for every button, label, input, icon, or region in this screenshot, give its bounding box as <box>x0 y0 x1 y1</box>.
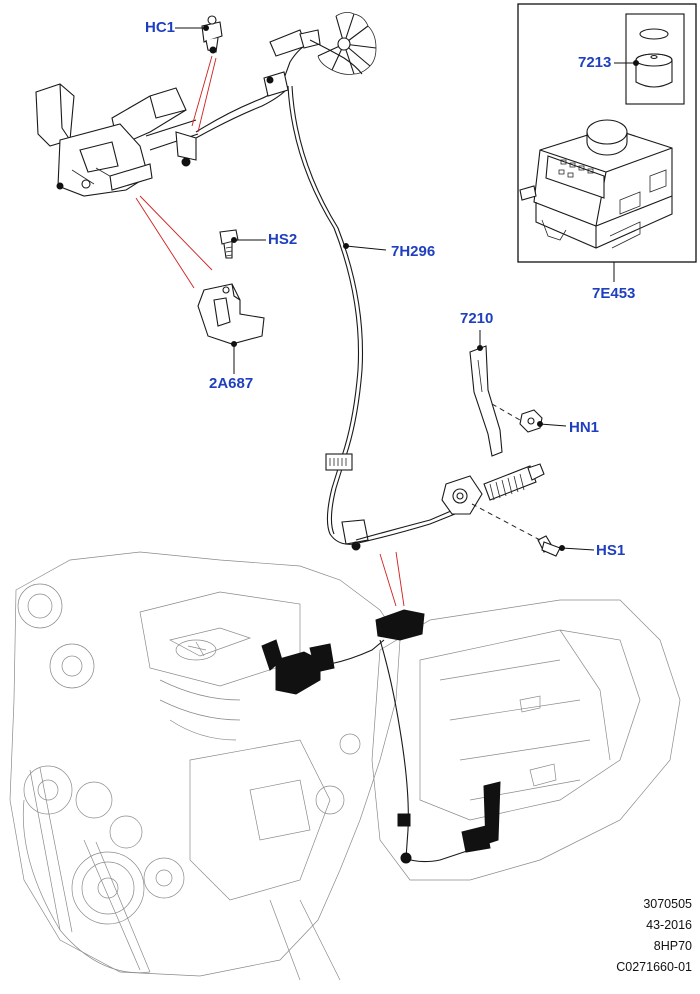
bracket-2a687-drawing <box>197 283 265 345</box>
spring-actuator-drawing <box>483 463 545 501</box>
callout-7h296: 7H296 <box>391 243 436 260</box>
ref-number: 3070505 <box>643 897 692 911</box>
callout-hc1: HC1 <box>145 19 176 36</box>
ref-date: 43-2016 <box>646 918 692 932</box>
hs2-bolt-drawing <box>219 229 239 259</box>
callout-7e453: 7E453 <box>592 285 636 302</box>
seal-7213-drawing <box>635 28 673 88</box>
callout-7213: 7213 <box>578 54 612 71</box>
assembly-leaders <box>135 55 405 607</box>
selector-inset <box>517 3 697 263</box>
shift-cable-7h296-drawing <box>287 85 461 551</box>
hs1-bolt-drawing <box>537 535 561 557</box>
transmission-harness-drawing <box>261 609 501 864</box>
selector-module-drawing <box>519 119 673 249</box>
callout-2a687: 2A687 <box>209 375 254 392</box>
callout-7210: 7210 <box>460 310 494 327</box>
ref-model: 8HP70 <box>653 939 692 953</box>
hn1-nut-drawing <box>519 409 543 433</box>
callout-hn1: HN1 <box>569 419 600 436</box>
callout-leaders <box>175 25 639 551</box>
transmission-8hp70-drawing <box>371 599 681 881</box>
callout-hs2: HS2 <box>268 231 298 248</box>
hc1-clip-drawing <box>201 15 223 54</box>
shift-cable-bracket-drawing <box>35 83 199 197</box>
lever-7210-drawing <box>441 345 561 557</box>
upper-harness-drawing <box>195 12 377 139</box>
callout-hs1: HS1 <box>596 542 626 559</box>
ref-code: C0271660-01 <box>616 960 692 974</box>
engine-drawing <box>9 551 401 981</box>
